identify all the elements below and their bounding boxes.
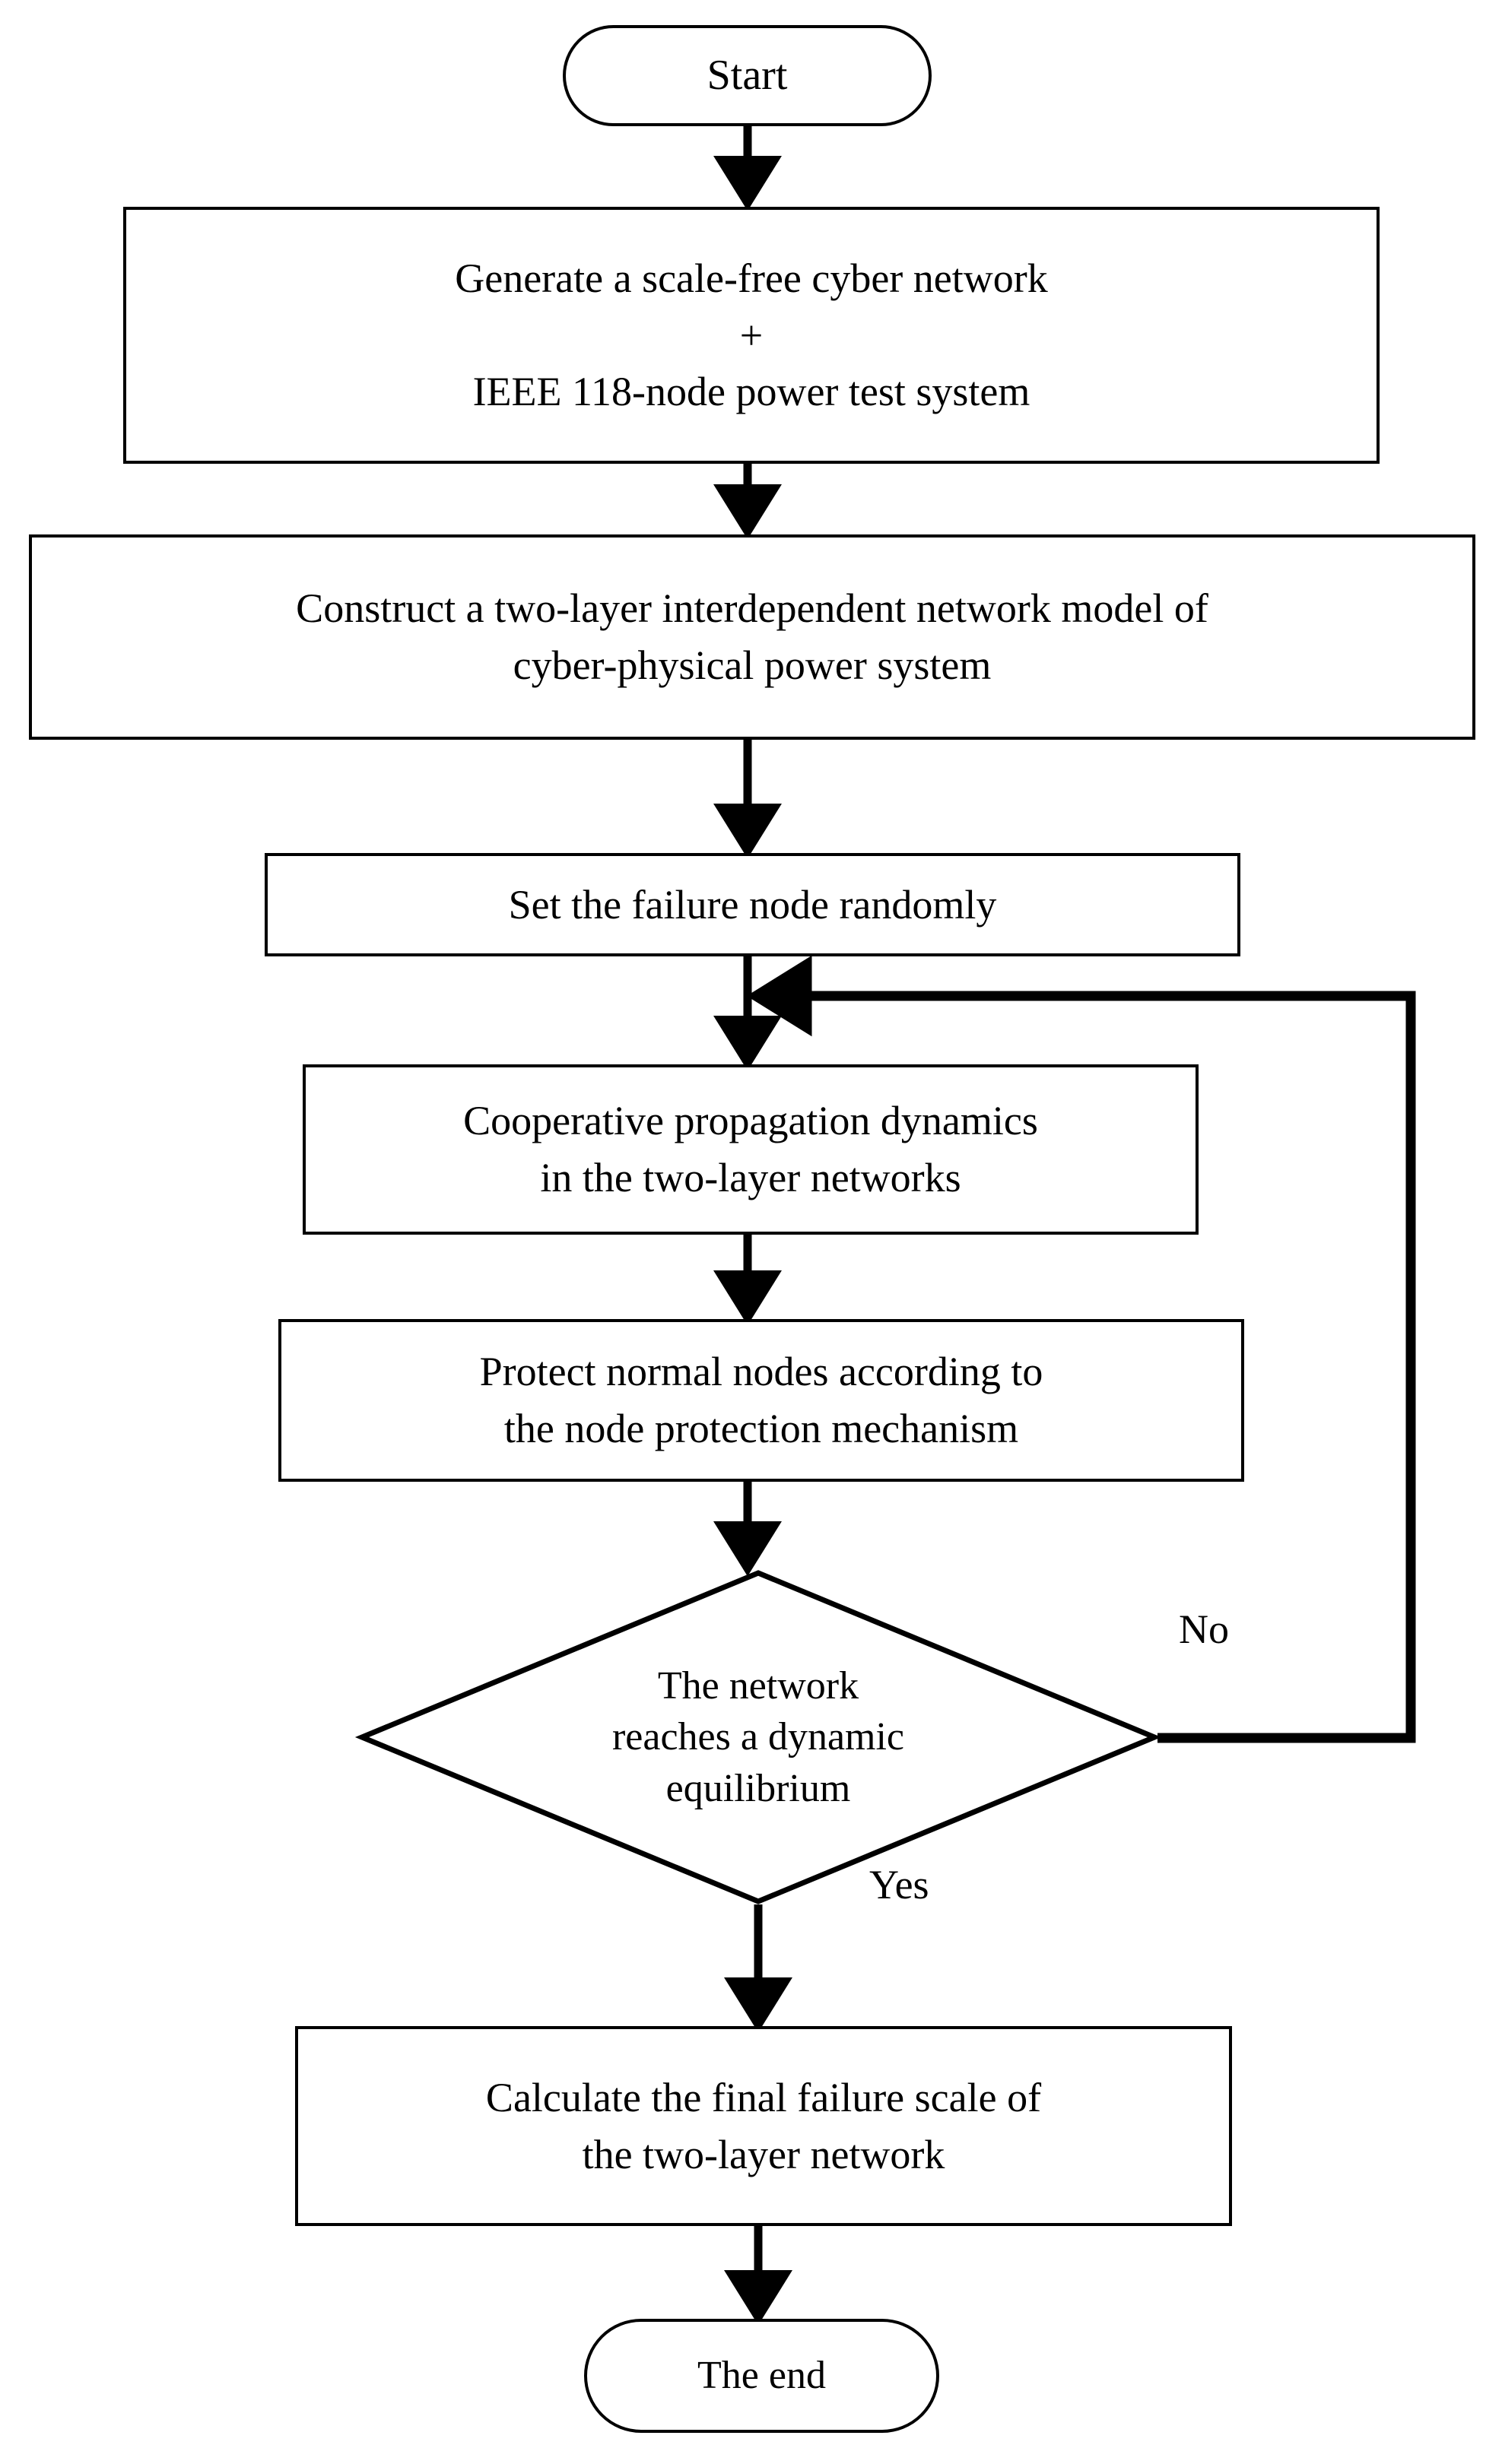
node-construct-model[interactable]: Construct a two-layer interdependent net… <box>29 534 1475 740</box>
decision-diamond-shape <box>354 1570 1162 1904</box>
node-cooperative-propagation-label: Cooperative propagation dynamics in the … <box>463 1098 1038 1200</box>
node-set-failure-node-label: Set the failure node randomly <box>508 881 997 928</box>
node-cooperative-propagation[interactable]: Cooperative propagation dynamics in the … <box>303 1064 1199 1235</box>
node-decision-equilibrium[interactable]: The network reaches a dynamic equilibriu… <box>354 1570 1162 1904</box>
node-calculate-failure-scale-label: Calculate the final failure scale of the… <box>485 2074 1042 2177</box>
node-calculate-failure-scale[interactable]: Calculate the final failure scale of the… <box>295 2026 1232 2226</box>
node-generate-network[interactable]: Generate a scale-free cyber network + IE… <box>123 207 1380 464</box>
node-generate-network-label: Generate a scale-free cyber network + IE… <box>455 255 1048 415</box>
edge-label-yes: Yes <box>869 1861 929 1908</box>
node-end-label: The end <box>697 2354 826 2398</box>
node-construct-model-label: Construct a two-layer interdependent net… <box>296 585 1208 688</box>
node-start[interactable]: Start <box>563 25 932 126</box>
node-set-failure-node[interactable]: Set the failure node randomly <box>265 853 1240 956</box>
node-protect-nodes[interactable]: Protect normal nodes according to the no… <box>278 1319 1244 1482</box>
node-start-label: Start <box>707 51 788 99</box>
edge-label-yes-text: Yes <box>869 1862 929 1907</box>
edge-decision-no-feedback <box>746 955 1416 1743</box>
edge-label-no-text: No <box>1179 1606 1229 1652</box>
edge-label-no: No <box>1179 1606 1229 1653</box>
node-end[interactable]: The end <box>584 2319 939 2433</box>
node-protect-nodes-label: Protect normal nodes according to the no… <box>479 1349 1043 1451</box>
